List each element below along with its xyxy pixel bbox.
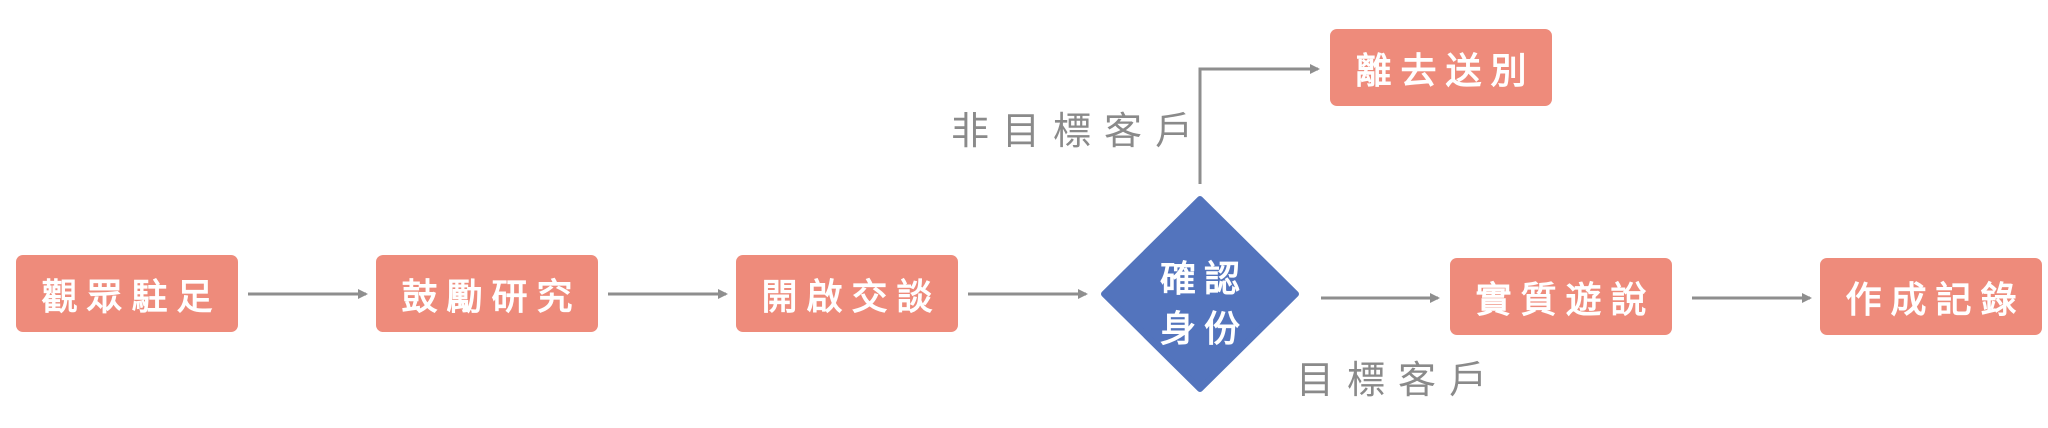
edge-label-target: 目標客戶 <box>1296 349 1500 404</box>
node-start-talk: 開啟交談 <box>736 255 958 332</box>
node-observe-label: 觀眾駐足 <box>41 276 222 318</box>
arrow-confirm-to-leave <box>1198 64 1320 184</box>
decision-label-line1: 確認 <box>1159 259 1248 300</box>
node-pitch: 實質遊說 <box>1450 258 1672 335</box>
edge-label-non-target-text: 非目標客戶 <box>951 109 1207 153</box>
node-record-label: 作成記錄 <box>1845 279 2026 321</box>
node-encourage-label: 鼓勵研究 <box>401 276 582 318</box>
node-observe: 觀眾駐足 <box>16 255 238 332</box>
node-encourage: 鼓勵研究 <box>376 255 598 332</box>
decision-diamond <box>1101 196 1299 392</box>
node-pitch-label: 實質遊說 <box>1475 279 1656 321</box>
decision-label-line2: 身份 <box>1159 309 1248 350</box>
edge-label-target-text: 目標客戶 <box>1296 358 1501 402</box>
node-start-talk-label: 開啟交談 <box>761 276 942 318</box>
node-record: 作成記錄 <box>1820 258 2042 335</box>
decision-label: 確認 身份 <box>1110 250 1290 360</box>
node-leave: 離去送別 <box>1330 29 1552 106</box>
node-leave-label: 離去送別 <box>1355 50 1536 92</box>
edge-label-non-target: 非目標客戶 <box>951 100 1206 155</box>
